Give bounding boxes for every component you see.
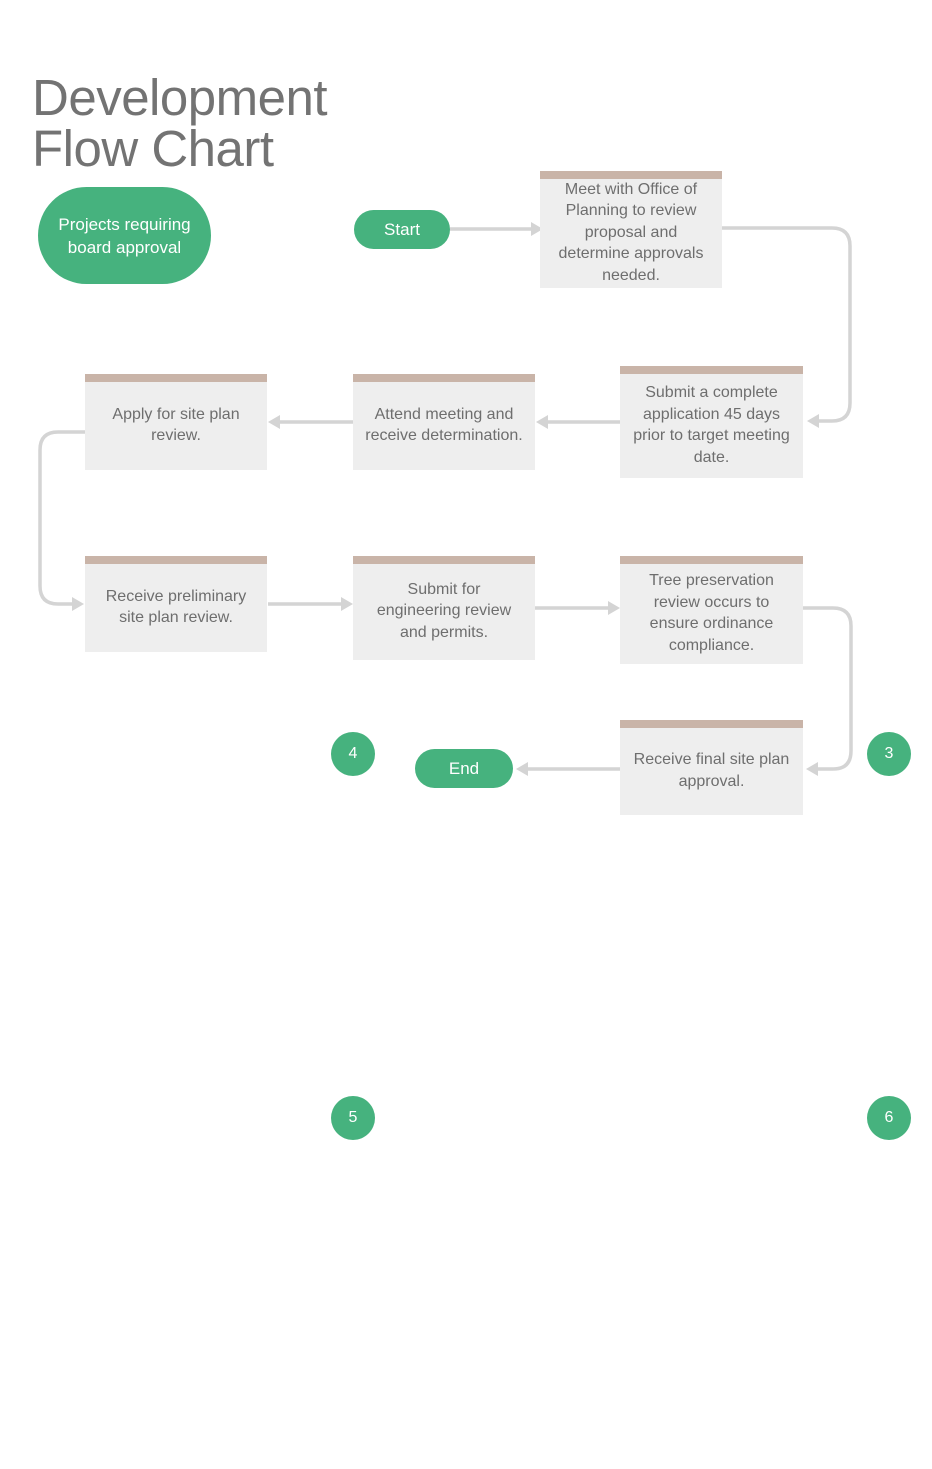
step-text-6: Submit for engineering review and permit… [376,580,512,641]
step-topbar-4 [85,374,267,382]
connector-8-to-end [516,762,620,776]
node-end[interactable]: End [415,749,513,788]
step-text-7: Tree preservation review occurs to ensur… [649,572,774,654]
step-topbar-6 [353,556,535,564]
step-box-3[interactable]: Attend meeting and receive determination… [353,374,911,776]
page-title: Development Flow Chart [32,69,328,177]
step-box-4[interactable]: Apply for site plan review. 4 [85,374,375,776]
step-topbar-5 [85,556,267,564]
node-end-label: End [448,758,480,778]
step-topbar-7 [620,556,803,564]
step-text-3: Attend meeting and receive determination… [365,405,523,445]
step-topbar-3 [353,374,535,382]
connector-start-to-1 [450,222,543,236]
step-badge-6: 6 [867,1096,911,1140]
step-text-1: Meet with Office of Planning to review p… [558,180,704,284]
step-text-4: Apply for site plan review. [112,405,240,445]
step-topbar-1 [540,171,722,179]
step-badge-5: 5 [331,1096,375,1140]
connector-7-to-8 [803,606,853,776]
step-text-8: Receive final site plan approval. [633,751,790,790]
connector-2-to-3 [536,415,620,429]
node-start-label: Start [384,219,420,239]
connector-6-to-7 [535,601,620,615]
connector-5-to-6 [268,597,353,611]
step-badge-4: 4 [331,732,375,776]
connector-3-to-4 [268,415,353,429]
step-text-2: Submit a complete application 45 days pr… [633,384,790,466]
category-label-projects-requiring-board-approval: Projects requiring board approval [38,187,211,284]
category-label-text: Projects requiring board approval [58,214,191,257]
step-box-7[interactable]: Tree preservation review occurs to ensur… [620,556,803,664]
step-topbar-8 [620,720,803,728]
connector-4-to-5 [38,430,85,611]
step-text-5: Receive preliminary site plan review. [105,587,247,627]
step-box-8[interactable]: Receive final site plan approval. 8 [620,720,803,815]
step-badge-3: 3 [867,732,911,776]
step-box-6[interactable]: Submit for engineering review and permit… [353,556,911,1140]
step-topbar-2 [620,366,803,374]
node-start[interactable]: Start [354,210,450,249]
step-box-1[interactable]: Meet with Office of Planning to review p… [540,171,722,288]
step-box-2[interactable]: Submit a complete application 45 days pr… [620,366,803,478]
step-box-5[interactable]: Receive preliminary site plan review. 5 [85,556,375,1140]
